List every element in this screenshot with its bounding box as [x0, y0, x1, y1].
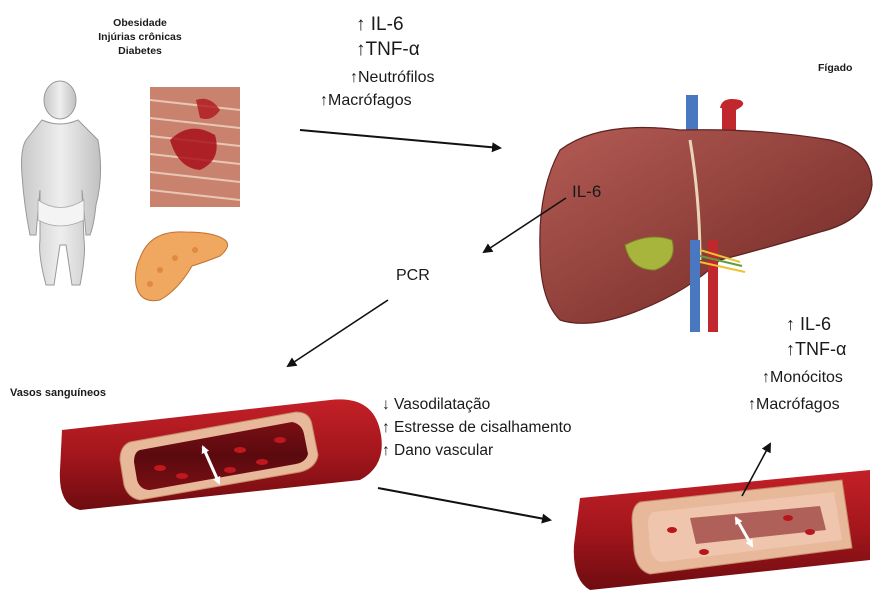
risk-factors-list: Obesidade Injúrias crônicas Diabetes — [70, 16, 210, 58]
inflammation-item: ↑Neutrófilos — [350, 66, 434, 89]
vascular-effect: ↑ Dano vascular — [382, 439, 572, 462]
vascular-effects-list: ↓ Vasodilatação ↑ Estresse de cisalhamen… — [382, 393, 572, 462]
inflammation-item: ↑TNF-α — [760, 337, 846, 362]
arrow-vessels-to-damaged — [378, 488, 550, 520]
vascular-effect: ↓ Vasodilatação — [382, 393, 572, 416]
pancreas-icon — [136, 232, 228, 301]
il6-label: IL-6 — [572, 180, 601, 203]
arrow-pcr-to-vessels — [288, 300, 388, 366]
inflammation-item: ↑ IL-6 — [350, 12, 434, 37]
obese-person-icon — [22, 81, 101, 285]
pcr-label: PCR — [396, 264, 430, 287]
risk-factor: Obesidade — [70, 16, 210, 30]
liver-label: Fígado — [818, 62, 852, 74]
risk-factor: Injúrias crônicas — [70, 30, 210, 44]
inflammation-item: ↑TNF-α — [350, 37, 434, 62]
inflammation-right-list: ↑ IL-6 ↑TNF-α ↑Monócitos ↑Macrófagos — [760, 312, 846, 416]
vascular-effect: ↑ Estresse de cisalhamento — [382, 416, 572, 439]
inflammation-top-list: ↑ IL-6 ↑TNF-α ↑Neutrófilos ↑Macrófagos — [350, 12, 434, 112]
liver-icon — [540, 95, 872, 332]
vessels-label: Vasos sanguíneos — [10, 387, 106, 399]
inflammation-item: ↑Macrófagos — [748, 393, 846, 416]
healthy-vessel-image — [60, 399, 382, 510]
inflammation-item: ↑Monócitos — [760, 366, 846, 389]
muscle-tissue-image — [150, 87, 240, 207]
risk-factor: Diabetes — [70, 44, 210, 58]
inflammation-item: ↑ IL-6 — [760, 312, 846, 337]
arrow-risk-to-liver — [300, 130, 500, 148]
damaged-vessel-image — [574, 470, 870, 590]
inflammation-item: ↑Macrófagos — [320, 89, 434, 112]
